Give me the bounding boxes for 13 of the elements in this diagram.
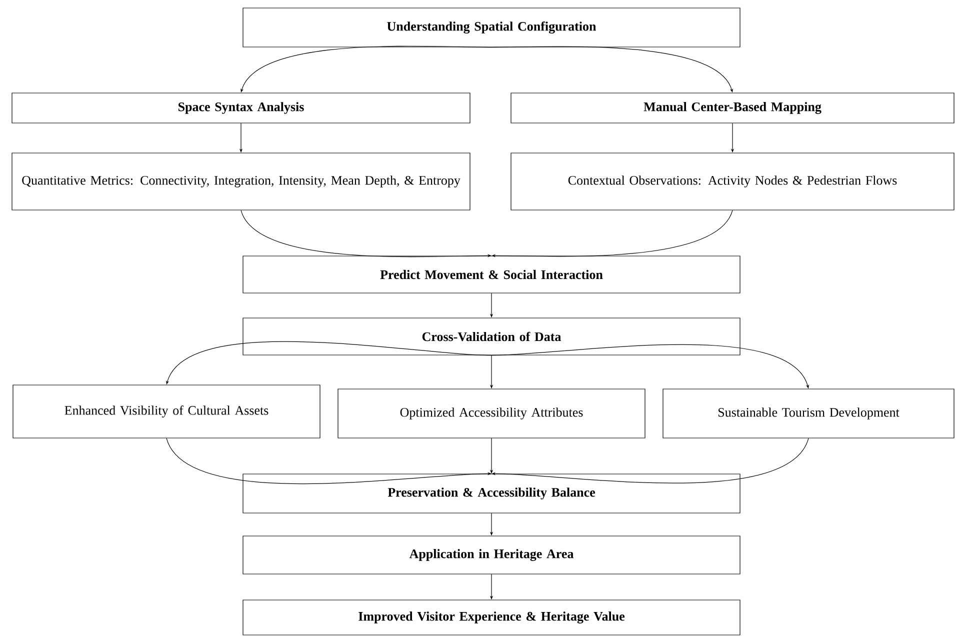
- process-box: Optimized Accessibility Attributes: [338, 388, 646, 438]
- process-box: Cross-Validation of Data: [242, 318, 740, 356]
- process-box: Contextual Observations: Activity Nodes & Pedestrian Flows: [510, 152, 954, 210]
- process-box: Improved Visitor Experience & Heritage Value: [242, 600, 740, 636]
- process-box: Understanding Spatial Configuration: [242, 8, 740, 48]
- process-box: Predict Movement & Social Interaction: [242, 256, 740, 294]
- process-box: Preservation & Accessibility Balance: [242, 474, 740, 514]
- process-box: Sustainable Tourism Development: [662, 388, 954, 438]
- process-box: Manual Center-Based Mapping: [510, 92, 954, 124]
- process-box: Enhanced Visibility of Cultural Assets: [12, 384, 320, 438]
- process-box: Application in Heritage Area: [242, 536, 740, 574]
- process-box: Space Syntax Analysis: [12, 92, 470, 124]
- process-box: Quantitative Metrics: Connectivity, Integration, Intensity, Mean Depth, & Entropy: [12, 152, 470, 210]
